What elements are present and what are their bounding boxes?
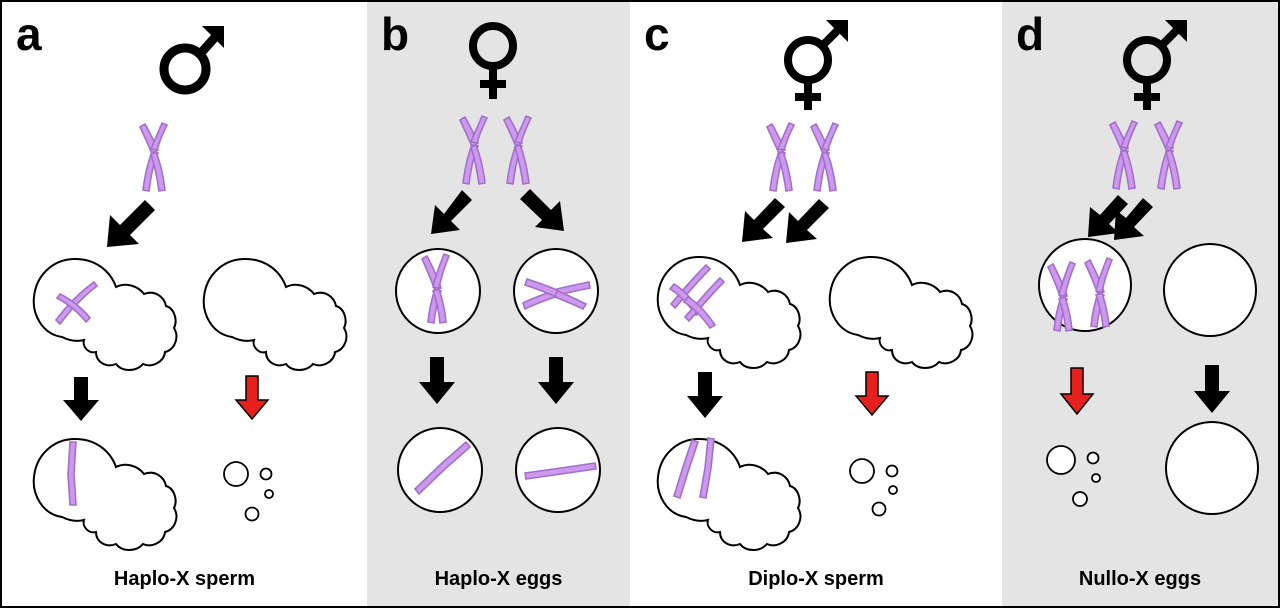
- x-chromosome: [809, 121, 840, 192]
- panel-letter: d: [1016, 8, 1045, 60]
- panel-caption: Haplo-X eggs: [434, 568, 563, 590]
- spermatocyte-cell: [656, 255, 802, 369]
- oocyte-cell: [395, 248, 481, 334]
- x-chromosome: [502, 114, 533, 185]
- panel-letter: b: [381, 8, 410, 60]
- loss-arrow-icon: [854, 371, 890, 417]
- degenerate-vesicles: [1046, 445, 1101, 507]
- loss-arrow-icon: [234, 375, 270, 421]
- spermatocyte-empty: [828, 255, 974, 369]
- arrow-icon: [1088, 195, 1128, 237]
- spermatocyte-empty: [202, 257, 348, 371]
- arrow-icon: [1114, 198, 1153, 240]
- panel-a: a: [2, 2, 367, 606]
- panel-caption: Nullo-X eggs: [1078, 568, 1202, 590]
- male-symbol-icon: [159, 26, 224, 95]
- intersex-symbol-icon: [1123, 20, 1187, 110]
- x-chromosome: [138, 121, 169, 192]
- panel-letter: a: [16, 8, 42, 60]
- arrow-icon: [538, 357, 574, 404]
- panel-caption: Diplo-X sperm: [748, 568, 884, 590]
- egg-empty: [1165, 421, 1259, 515]
- arrow-icon: [63, 377, 99, 421]
- egg-cell: [397, 427, 483, 513]
- panel-d-art: [1038, 20, 1259, 515]
- arrow-icon: [419, 357, 455, 404]
- panel-d: d: [1002, 2, 1278, 606]
- panel-a-art: [32, 26, 348, 551]
- panel-caption: Haplo-X sperm: [113, 568, 256, 590]
- intersex-symbol-icon: [784, 20, 848, 110]
- x-chromosome: [1108, 119, 1139, 190]
- spermatocyte-cell: [32, 257, 178, 371]
- arrow-icon: [742, 198, 785, 242]
- arrow-icon: [520, 189, 564, 231]
- sperm-cell: [656, 437, 802, 551]
- arrow-icon: [1194, 365, 1230, 413]
- panel-c-art: [656, 20, 974, 551]
- sperm-cell: [32, 437, 178, 551]
- panel-b: b: [367, 2, 630, 606]
- x-chromosome: [458, 114, 489, 185]
- egg-cell: [515, 427, 601, 513]
- panel-letter: c: [644, 8, 670, 60]
- oocyte-empty: [1163, 243, 1257, 337]
- degenerate-vesicles: [223, 461, 274, 522]
- arrow-icon: [687, 372, 723, 418]
- loss-arrow-icon: [1059, 367, 1095, 416]
- arrow-icon: [431, 190, 472, 234]
- oocyte-cell: [513, 248, 599, 334]
- female-symbol-icon: [469, 22, 517, 99]
- x-chromosome: [1153, 119, 1184, 190]
- arrow-icon: [107, 200, 155, 247]
- oocyte-cell: [1038, 238, 1132, 332]
- panel-b-art: [395, 22, 601, 513]
- panel-c: c: [630, 2, 1002, 606]
- x-chromosome: [765, 121, 796, 192]
- degenerate-vesicles: [849, 458, 899, 517]
- arrow-icon: [786, 199, 829, 243]
